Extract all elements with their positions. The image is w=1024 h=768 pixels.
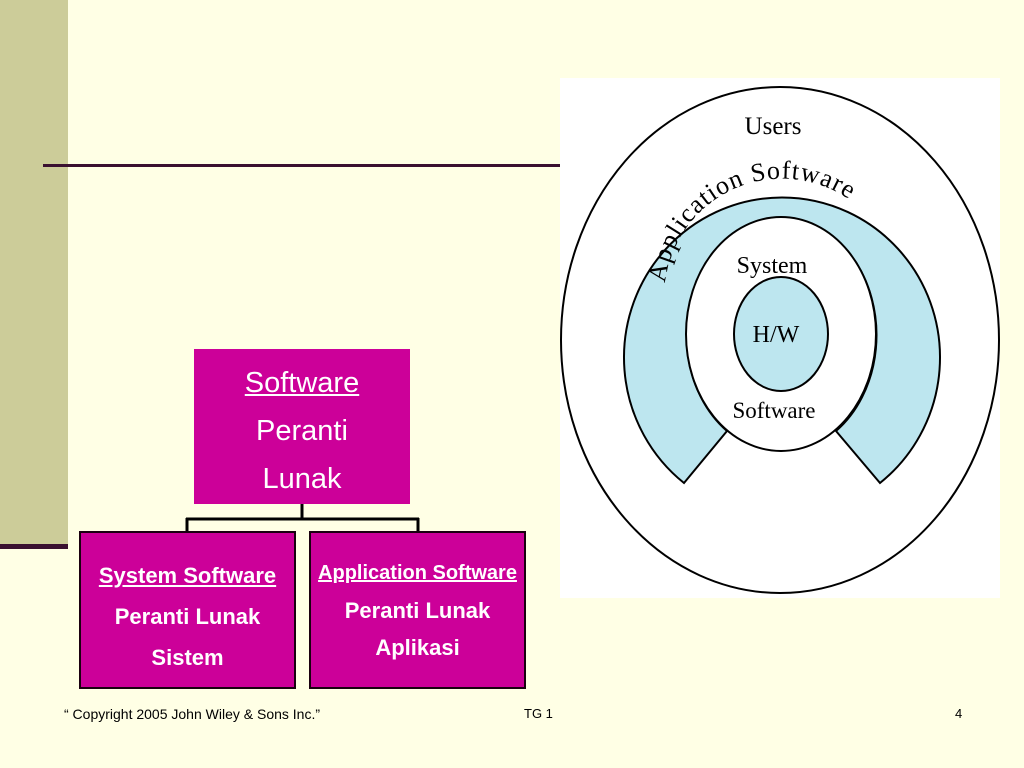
application-software-box: Application Software Peranti Lunak Aplik…: [309, 531, 526, 689]
root-line2: Peranti: [256, 415, 348, 447]
root-line3: Lunak: [262, 463, 342, 495]
title-divider: [43, 164, 583, 167]
root-title: Software: [244, 367, 360, 399]
sidebar-divider: [0, 544, 68, 549]
footer-copyright: “ Copyright 2005 John Wiley & Sons Inc.”: [64, 706, 321, 722]
system-software-box: System Software Peranti Lunak Sistem: [79, 531, 296, 689]
page-number: 4: [955, 706, 963, 721]
footer-center: TG 1: [524, 706, 553, 721]
application-line3: Aplikasi: [375, 635, 460, 660]
software-root-box: Software Peranti Lunak: [194, 349, 410, 504]
hw-core-ellipse: [733, 276, 829, 392]
application-line2: Peranti Lunak: [344, 598, 491, 623]
system-label: System: [737, 253, 808, 279]
system-line2: Peranti Lunak: [114, 604, 261, 629]
software-layers-diagram: Users Application Software System H/W So…: [560, 78, 1000, 598]
users-label: Users: [745, 113, 802, 140]
software-label: Software: [732, 398, 815, 423]
application-title: Application Software: [318, 562, 517, 584]
slide-sidebar: [0, 0, 68, 548]
system-title: System Software: [98, 563, 277, 588]
hw-label: H/W: [753, 322, 800, 348]
system-line3: Sistem: [151, 645, 224, 670]
